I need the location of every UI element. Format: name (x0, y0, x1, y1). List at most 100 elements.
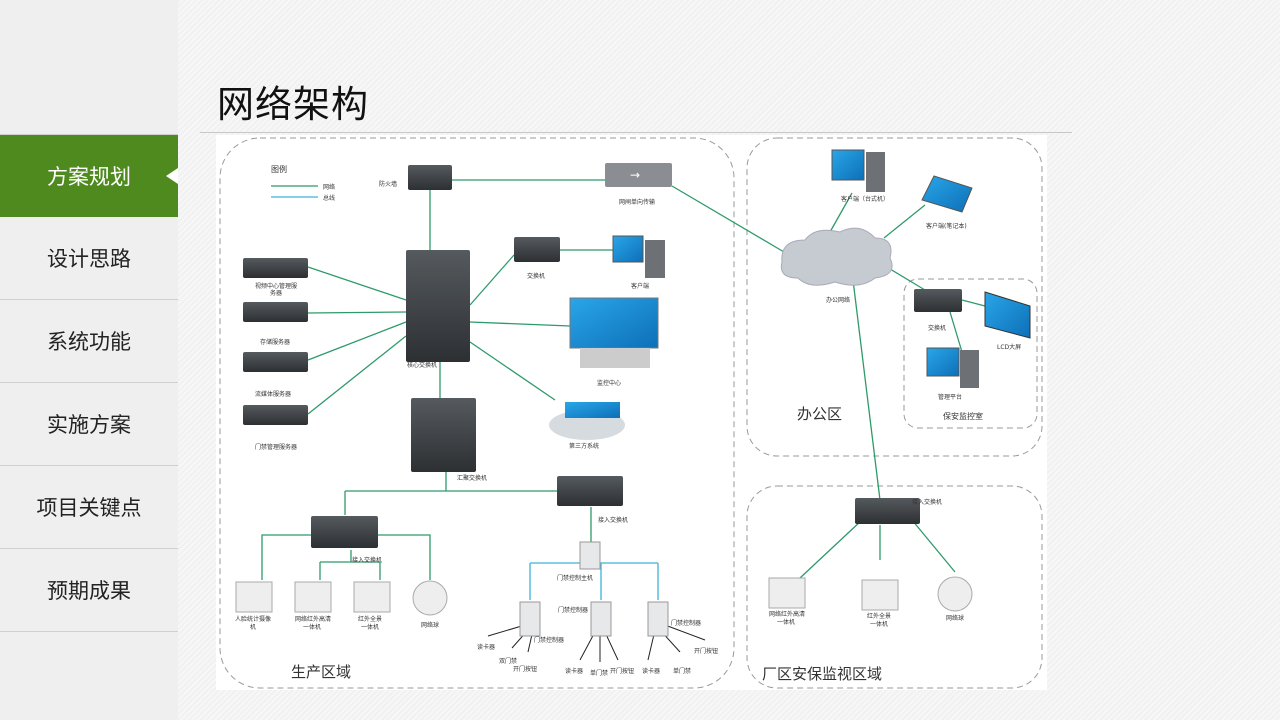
door-controller-icon (647, 601, 669, 637)
network-links (261, 179, 986, 580)
label-pano-cam: 红外全景 (358, 615, 382, 623)
title-divider (200, 132, 1072, 133)
label-reader: 读卡器 (642, 667, 660, 675)
label-ir-cam: 网络红外高清 (295, 615, 331, 623)
server-icon (243, 258, 308, 278)
label-face-cam: 人脸统计摄像 (235, 615, 271, 623)
door-host-icon (579, 541, 601, 570)
server-icon (243, 352, 308, 372)
zone-production (219, 137, 735, 689)
zone-label-security-room: 保安监控室 (943, 411, 983, 421)
devices: → (235, 149, 1031, 637)
label-access-switch: 接入交换机 (352, 556, 382, 564)
access-switch-icon (311, 516, 378, 548)
label-desktop: 客户端（台式机） (841, 195, 889, 203)
label-monitor-center: 监控中心 (597, 379, 621, 387)
label-button: 开门按钮 (513, 665, 537, 673)
label-core-switch: 核心交换机 (407, 361, 437, 369)
nav-label: 系统功能 (47, 330, 131, 354)
ir-camera-icon (768, 577, 806, 609)
label-face-cam-2: 机 (250, 623, 256, 631)
access-switch-icon (557, 476, 623, 506)
cloud-icon (780, 227, 893, 286)
lcd-wall-icon (984, 291, 1031, 339)
desktop-tower-icon (866, 152, 885, 192)
label-mgmt: 管理平台 (938, 393, 962, 401)
legend-bus-label: 总线 (323, 194, 335, 202)
label-office-switch: 交换机 (928, 324, 946, 332)
nav-item-implementation[interactable]: 实施方案 (0, 383, 178, 466)
core-switch-icon (406, 250, 470, 362)
label-agg-switch: 汇聚交换机 (457, 474, 487, 482)
label-client: 客户端 (631, 282, 649, 290)
zone-security-room (903, 278, 1038, 429)
third-party-screens-icon (565, 402, 620, 418)
legend-title: 图例 (271, 164, 287, 174)
label-firewall: 防火墙 (379, 180, 397, 188)
label-ir-cam-2: 一体机 (777, 618, 795, 626)
door-controller-icon (590, 601, 612, 637)
nav-label: 实施方案 (47, 413, 131, 437)
label-button: 开门按钮 (610, 667, 634, 675)
label-pano-cam: 红外全景 (867, 612, 891, 620)
arrow-icon: → (630, 168, 640, 182)
label-ir-cam-2: 一体机 (303, 623, 321, 631)
ir-camera-icon (294, 581, 332, 613)
label-access-server: 门禁管理服务器 (255, 443, 297, 451)
nav-item-results[interactable]: 预期成果 (0, 549, 178, 632)
face-camera-icon (235, 581, 273, 613)
label-laptop: 客户端(笔记本) (926, 222, 967, 230)
label-storage-server: 存储服务器 (260, 338, 290, 346)
label-access-switch: 接入交换机 (598, 516, 628, 524)
label-reader: 读卡器 (477, 643, 495, 651)
switch-icon (514, 237, 560, 262)
factory-switch-icon (855, 498, 920, 524)
dome-camera-icon (937, 576, 973, 612)
label-gap: 网闸单向传输 (619, 198, 655, 206)
label-door-host: 门禁控制主机 (557, 574, 593, 582)
mgmt-tower-icon (960, 350, 979, 388)
laptop-icon (921, 175, 973, 213)
label-lcd: LCD大屏 (997, 343, 1021, 351)
label-single-door: 单门禁 (590, 669, 608, 677)
nav-label: 预期成果 (47, 579, 131, 603)
client-tower-icon (645, 240, 665, 278)
label-pano-cam-2: 一体机 (870, 620, 888, 628)
nav-item-keypoints[interactable]: 项目关键点 (0, 466, 178, 549)
nav-item-design[interactable]: 设计思路 (0, 217, 178, 300)
nav-label: 方案规划 (47, 165, 131, 189)
zone-office (746, 137, 1043, 457)
label-dome: 网络球 (421, 621, 439, 629)
label-ctrl: 门禁控制器 (534, 636, 564, 644)
device-labels: 防火墙 网闸单向传输 核心交换机 交换机 客户端 监控中心 第三方系统 视频中心… (235, 180, 1021, 677)
page-title: 网络架构 (217, 83, 369, 126)
zone-label-production: 生产区域 (291, 663, 351, 681)
label-ctrl: 门禁控制器 (558, 606, 588, 614)
nav-item-plan[interactable]: 方案规划 (0, 134, 178, 217)
label-video-server: 视频中心管理服 (255, 282, 297, 290)
label-ir-cam: 网络红外高清 (769, 610, 805, 618)
gap-device-icon (605, 163, 672, 187)
nav-item-functions[interactable]: 系统功能 (0, 300, 178, 383)
label-switch: 交换机 (527, 272, 545, 280)
zone-label-office: 办公区 (797, 405, 842, 423)
zone-label-factory: 厂区安保监视区域 (762, 665, 882, 683)
network-diagram: 图例 网络 总线 → 防火墙 网闸单向传输 核心交换机 交换机 客户端 监控中心… (216, 135, 1047, 690)
console-icon (580, 348, 650, 368)
label-media-server: 流媒体服务器 (255, 390, 291, 398)
server-icon (243, 405, 308, 425)
nav-label: 项目关键点 (36, 496, 142, 520)
dome-camera-icon (412, 580, 448, 616)
door-controller-icon (519, 601, 541, 637)
mgmt-monitor-icon (926, 347, 960, 377)
label-third-party: 第三方系统 (569, 442, 599, 450)
zone-factory (746, 485, 1043, 689)
label-factory-switch: 接入交换机 (912, 498, 942, 506)
legend-network-label: 网络 (323, 183, 335, 191)
client-monitor-icon (612, 235, 644, 263)
label-double-door: 双门禁 (499, 657, 517, 665)
agg-switch-icon (411, 398, 476, 472)
pano-camera-icon (353, 581, 391, 613)
pano-camera-icon (861, 579, 899, 611)
office-switch-icon (914, 289, 962, 312)
